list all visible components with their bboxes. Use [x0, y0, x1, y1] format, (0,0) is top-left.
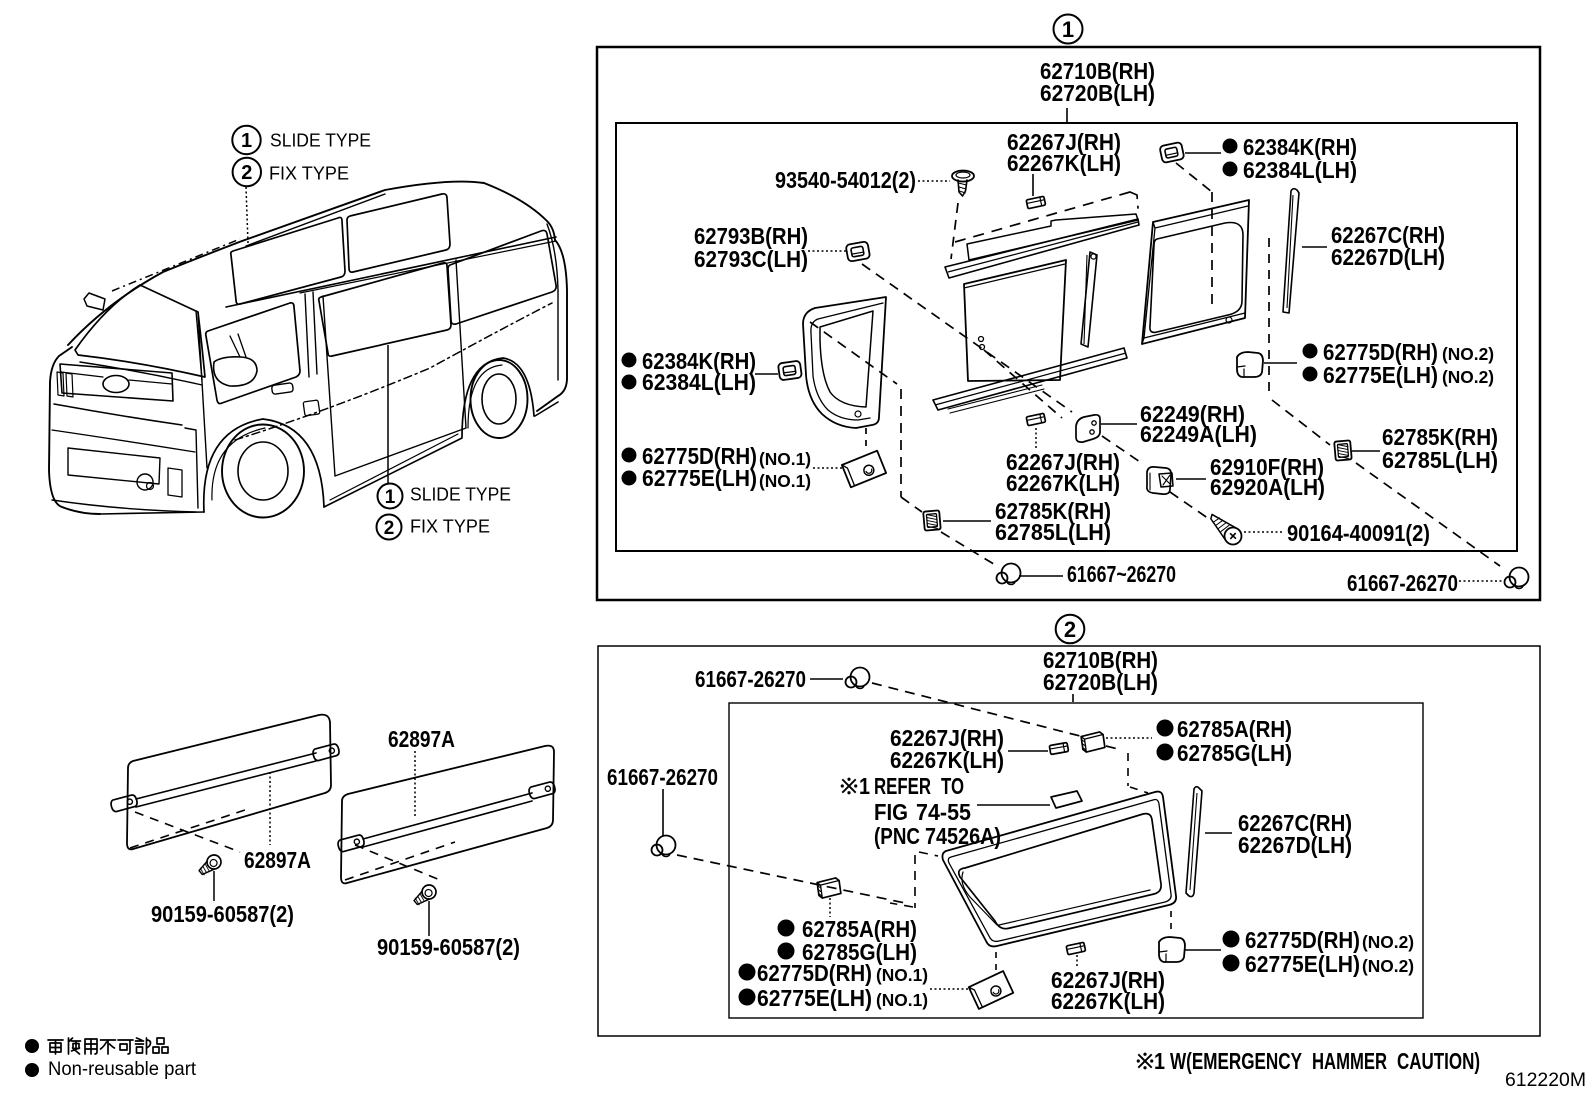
svg-text:62267J(RH): 62267J(RH)	[1051, 967, 1165, 993]
svg-text:62384K(RH): 62384K(RH)	[1243, 134, 1357, 160]
svg-text:612220M: 612220M	[1505, 1070, 1586, 1091]
svg-text:W(EMERGENCY: W(EMERGENCY	[1170, 1048, 1302, 1074]
svg-text:90164-40091(2): 90164-40091(2)	[1287, 520, 1430, 546]
svg-text:62775E(LH): 62775E(LH)	[757, 985, 872, 1011]
svg-text:1: 1	[241, 130, 252, 152]
svg-text:62267C(RH): 62267C(RH)	[1331, 222, 1445, 248]
svg-text:2: 2	[384, 518, 395, 539]
svg-text:62910F(RH): 62910F(RH)	[1210, 454, 1324, 480]
svg-text:62267K(LH): 62267K(LH)	[890, 747, 1004, 773]
svg-text:REFER: REFER	[874, 773, 931, 799]
svg-text:HAMMER: HAMMER	[1312, 1048, 1387, 1074]
svg-text:61667-26270: 61667-26270	[1347, 570, 1458, 596]
svg-text:62710B(RH): 62710B(RH)	[1040, 58, 1155, 84]
svg-text:62897A: 62897A	[244, 847, 311, 873]
svg-text:62267D(LH): 62267D(LH)	[1238, 832, 1352, 858]
svg-text:62384L(LH): 62384L(LH)	[1243, 157, 1357, 183]
svg-text:1: 1	[859, 773, 870, 799]
svg-text:62785K(RH): 62785K(RH)	[995, 498, 1111, 524]
svg-text:62785A(RH): 62785A(RH)	[802, 916, 917, 942]
svg-text:62267K(LH): 62267K(LH)	[1007, 150, 1121, 176]
svg-text:62785L(LH): 62785L(LH)	[1382, 447, 1498, 473]
svg-text:(NO.2): (NO.2)	[1442, 367, 1494, 387]
svg-text:93540-54012(2): 93540-54012(2)	[775, 167, 916, 193]
svg-text:62267J(RH): 62267J(RH)	[1006, 449, 1120, 475]
svg-text:SLIDE TYPE: SLIDE TYPE	[410, 484, 511, 505]
svg-text:62785K(RH): 62785K(RH)	[1382, 424, 1498, 450]
svg-text:62249(RH): 62249(RH)	[1140, 401, 1245, 427]
svg-text:62384K(RH): 62384K(RH)	[642, 348, 756, 374]
svg-text:62267J(RH): 62267J(RH)	[890, 725, 1004, 751]
svg-text:1: 1	[1154, 1048, 1165, 1074]
svg-text:62793C(LH): 62793C(LH)	[694, 246, 808, 272]
svg-text:90159-60587(2): 90159-60587(2)	[151, 901, 294, 927]
svg-text:2: 2	[1064, 617, 1076, 642]
svg-text:(PNC: (PNC	[874, 823, 920, 849]
svg-text:(NO.2): (NO.2)	[1362, 932, 1414, 952]
svg-text:62775D(RH): 62775D(RH)	[1245, 927, 1360, 953]
svg-text:62267K(LH): 62267K(LH)	[1051, 988, 1165, 1014]
svg-text:61667-26270: 61667-26270	[695, 666, 806, 692]
svg-text:FIG: FIG	[874, 799, 908, 825]
svg-text:62710B(RH): 62710B(RH)	[1043, 647, 1158, 673]
svg-text:Non-reusable part: Non-reusable part	[48, 1058, 197, 1080]
svg-text:(NO.1): (NO.1)	[759, 449, 811, 469]
svg-text:74-55: 74-55	[916, 799, 971, 825]
svg-text:62720B(LH): 62720B(LH)	[1043, 669, 1158, 695]
svg-text:90159-60587(2): 90159-60587(2)	[377, 934, 520, 960]
svg-text:(NO.2): (NO.2)	[1442, 344, 1494, 364]
svg-text:(NO.2): (NO.2)	[1362, 956, 1414, 976]
svg-text:62785L(LH): 62785L(LH)	[995, 519, 1111, 545]
svg-text:62775D(RH): 62775D(RH)	[642, 443, 757, 469]
svg-text:FIX TYPE: FIX TYPE	[410, 516, 490, 537]
svg-text:62897A: 62897A	[388, 726, 455, 752]
svg-text:62720B(LH): 62720B(LH)	[1040, 80, 1155, 106]
svg-text:1: 1	[1062, 17, 1074, 42]
svg-text:62267K(LH): 62267K(LH)	[1006, 470, 1120, 496]
svg-text:62267D(LH): 62267D(LH)	[1331, 244, 1445, 270]
svg-text:62785A(RH): 62785A(RH)	[1177, 716, 1292, 742]
svg-text:FIX TYPE: FIX TYPE	[269, 163, 349, 184]
svg-text:1: 1	[385, 487, 396, 508]
svg-text:62785G(LH): 62785G(LH)	[1177, 740, 1292, 766]
svg-text:62775D(RH): 62775D(RH)	[1323, 339, 1438, 365]
svg-text:CAUTION): CAUTION)	[1397, 1048, 1480, 1074]
svg-text:TO: TO	[941, 773, 964, 799]
svg-text:(NO.1): (NO.1)	[759, 471, 811, 491]
svg-text:(NO.1): (NO.1)	[876, 990, 928, 1010]
svg-text:62775E(LH): 62775E(LH)	[642, 465, 757, 491]
svg-text:61667~26270: 61667~26270	[1067, 561, 1176, 587]
svg-text:74526A): 74526A)	[925, 823, 1001, 849]
svg-text:(NO.1): (NO.1)	[876, 965, 928, 985]
svg-text:62775D(RH): 62775D(RH)	[757, 960, 872, 986]
svg-text:62793B(RH): 62793B(RH)	[694, 223, 808, 249]
svg-text:62785G(LH): 62785G(LH)	[802, 939, 917, 965]
svg-text:SLIDE TYPE: SLIDE TYPE	[270, 130, 371, 151]
svg-text:62775E(LH): 62775E(LH)	[1245, 951, 1360, 977]
svg-text:62249A(LH): 62249A(LH)	[1140, 421, 1257, 447]
svg-text:62267C(RH): 62267C(RH)	[1238, 810, 1352, 836]
svg-text:62384L(LH): 62384L(LH)	[642, 369, 756, 395]
svg-text:62267J(RH): 62267J(RH)	[1007, 129, 1121, 155]
svg-text:61667-26270: 61667-26270	[607, 764, 718, 790]
svg-text:62920A(LH): 62920A(LH)	[1210, 474, 1325, 500]
svg-text:62775E(LH): 62775E(LH)	[1323, 362, 1438, 388]
svg-text:2: 2	[241, 162, 252, 184]
